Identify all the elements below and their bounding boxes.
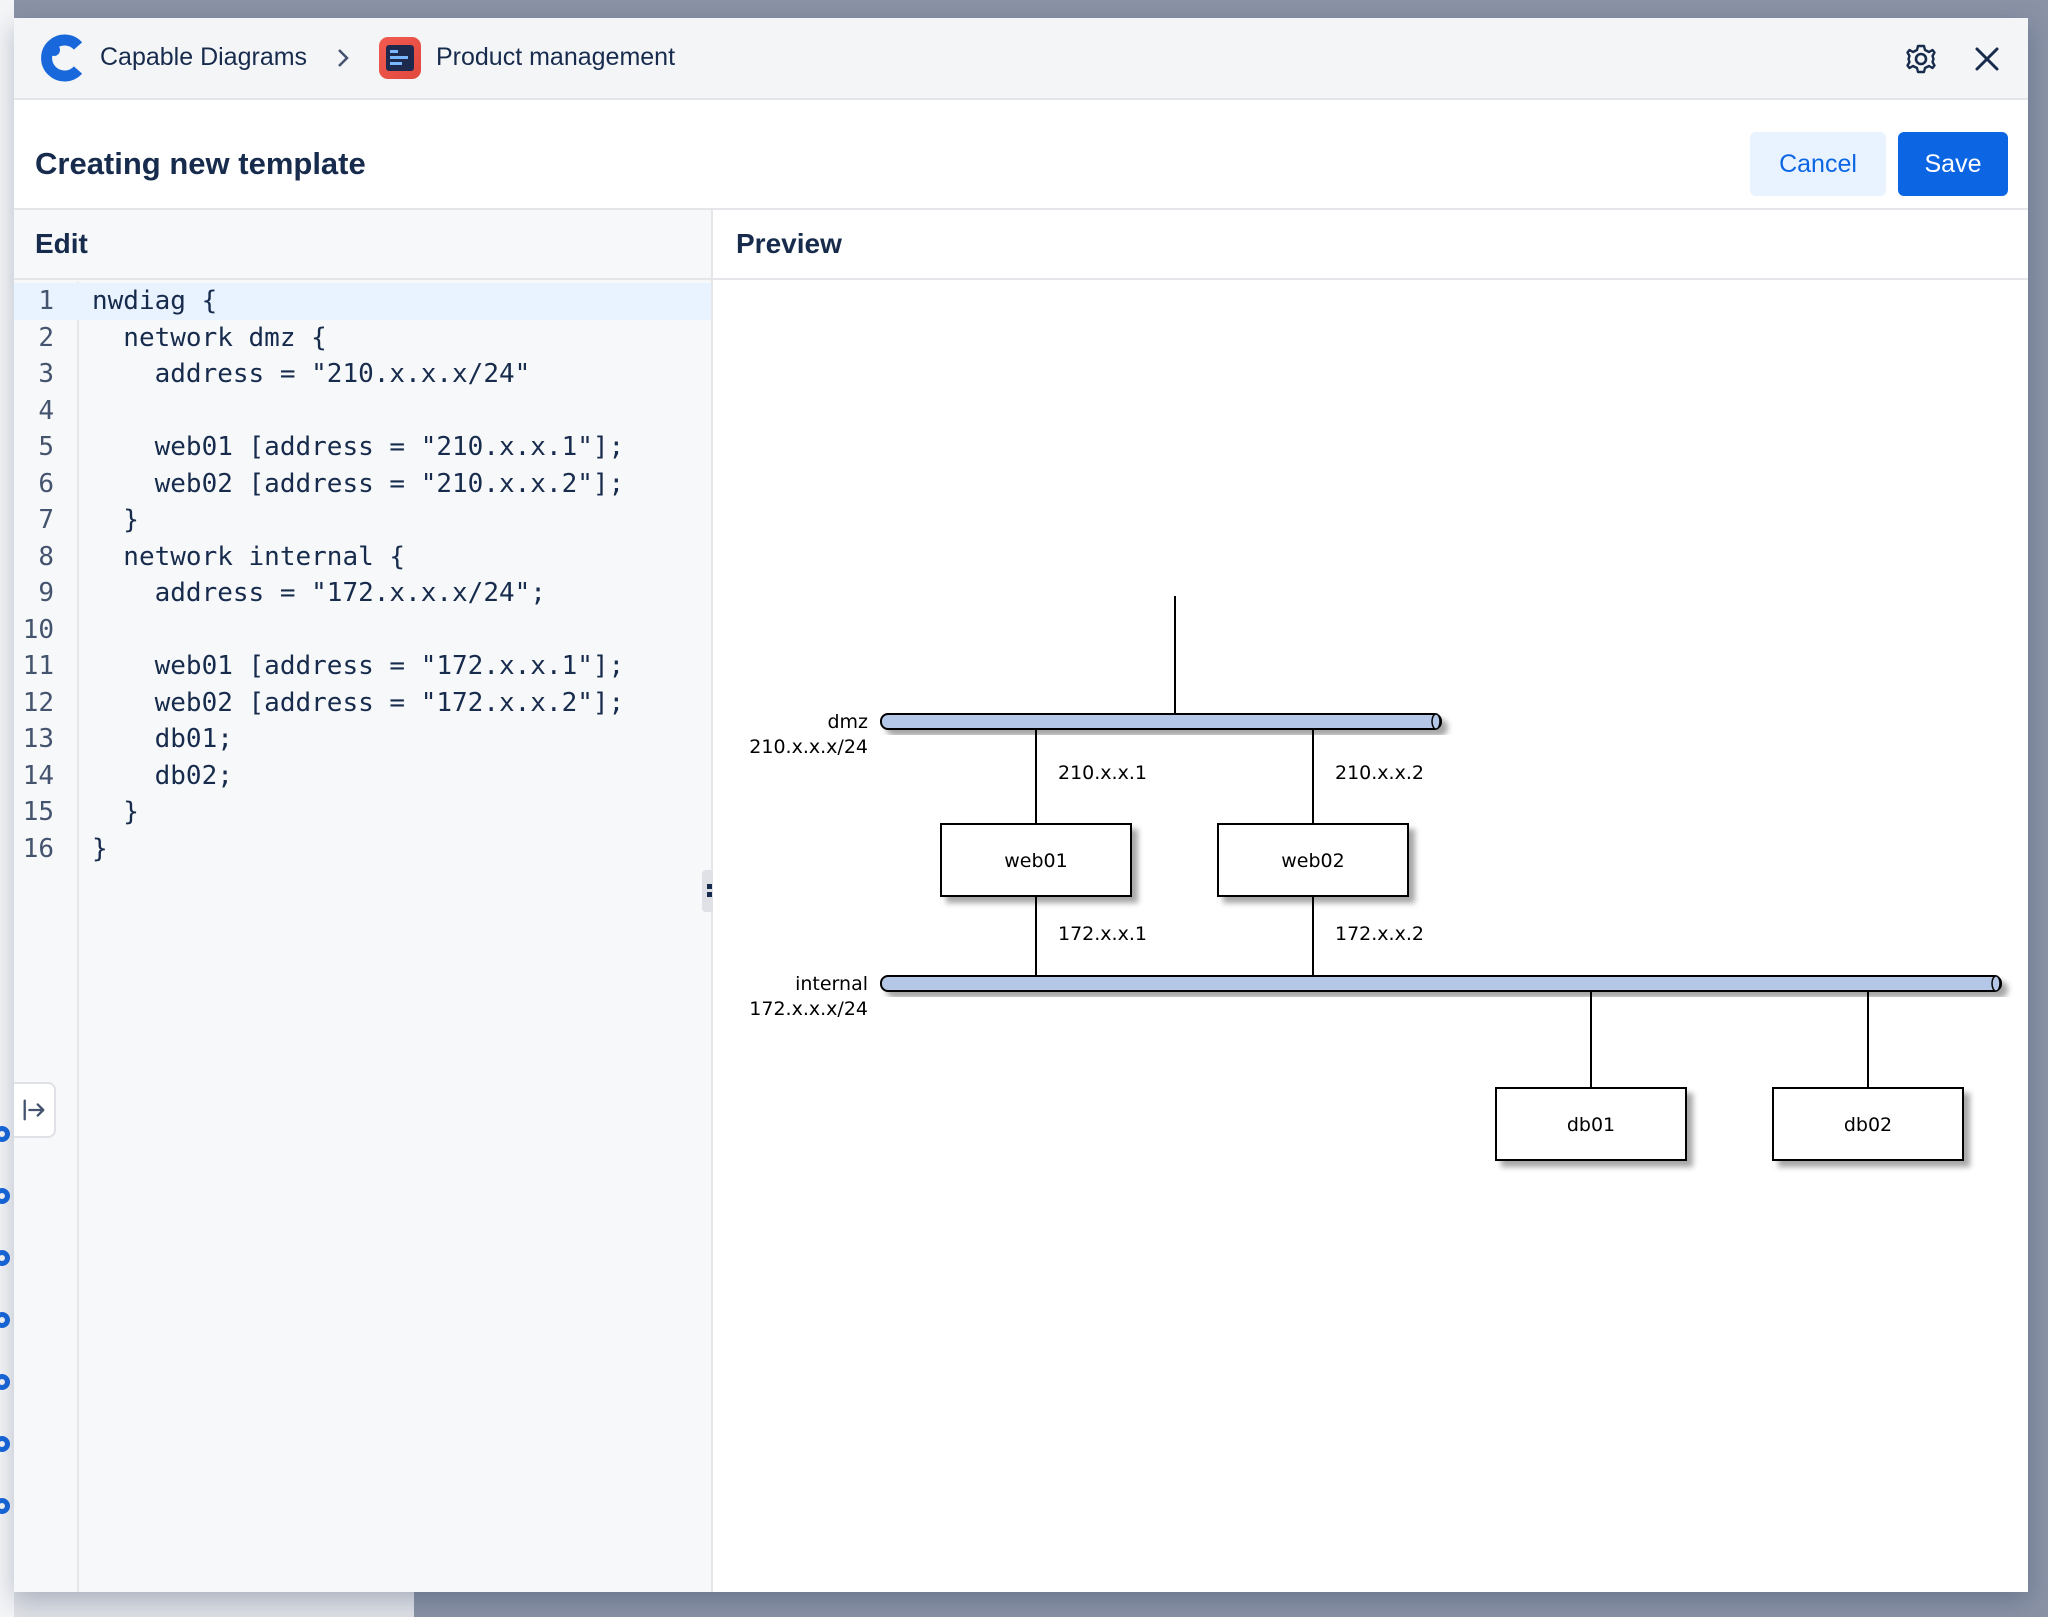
background-footer bbox=[14, 1592, 414, 1617]
network-bar-internal bbox=[880, 975, 2002, 992]
background-app-icon bbox=[0, 1498, 10, 1514]
edge-label-web01-dmz: 210.x.x.1 bbox=[1058, 762, 1147, 784]
line-number: 16 bbox=[22, 833, 54, 864]
edge-label-web02-dmz: 210.x.x.2 bbox=[1335, 762, 1424, 784]
preview-pane: Preview dmz 210.x.x.x/24 210.x.x.1 210.x… bbox=[713, 210, 2028, 1592]
background-app-icon bbox=[0, 1312, 10, 1328]
line-number: 1 bbox=[38, 286, 54, 316]
network-address-internal: 172.x.x.x/24 bbox=[749, 998, 868, 1020]
code-line[interactable]: 16} bbox=[14, 831, 711, 868]
background-sidebar bbox=[0, 0, 14, 1617]
save-button[interactable]: Save bbox=[1898, 132, 2008, 196]
breadcrumb-space-name[interactable]: Product management bbox=[436, 43, 676, 71]
line-number: 9 bbox=[38, 578, 54, 608]
node-label: web01 bbox=[1004, 850, 1067, 872]
code-line[interactable]: 2 network dmz { bbox=[14, 320, 711, 357]
network-name-internal: internal bbox=[795, 973, 868, 995]
edge-label-web01-internal: 172.x.x.1 bbox=[1058, 923, 1147, 945]
node-web01[interactable]: web01 bbox=[940, 823, 1132, 897]
node-web02[interactable]: web02 bbox=[1217, 823, 1409, 897]
line-number: 6 bbox=[38, 468, 54, 499]
preview-heading: Preview bbox=[736, 228, 842, 259]
network-name-dmz: dmz bbox=[827, 711, 868, 733]
page-title: Creating new template bbox=[35, 146, 366, 181]
code-line[interactable]: 12 web02 [address = "172.x.x.2"]; bbox=[14, 685, 711, 722]
code-line[interactable]: 6 web02 [address = "210.x.x.2"]; bbox=[14, 466, 711, 503]
cancel-button[interactable]: Cancel bbox=[1750, 132, 1886, 196]
background-app-icon bbox=[0, 1250, 10, 1266]
line-number: 2 bbox=[38, 322, 54, 353]
background-app-icon bbox=[0, 1436, 10, 1452]
code-text: network dmz { bbox=[92, 322, 327, 353]
code-line[interactable]: 14 db02; bbox=[14, 758, 711, 795]
line-number: 5 bbox=[38, 432, 54, 462]
preview-pane-header: Preview bbox=[713, 210, 2028, 280]
background-app-icon bbox=[0, 1374, 10, 1390]
modal-header: Creating new template bbox=[14, 100, 2028, 210]
code-line[interactable]: 4 bbox=[14, 393, 711, 430]
line-number: 13 bbox=[22, 724, 54, 754]
expand-panel-icon bbox=[23, 1099, 45, 1121]
capable-logo-icon[interactable] bbox=[38, 34, 86, 82]
breadcrumb-app-name[interactable]: Capable Diagrams bbox=[100, 43, 308, 71]
gear-icon[interactable] bbox=[1904, 42, 1938, 76]
code-text: web01 [address = "172.x.x.1"]; bbox=[92, 651, 625, 681]
background-app-icon bbox=[0, 1188, 10, 1204]
code-text: web02 [address = "172.x.x.2"]; bbox=[92, 687, 625, 718]
code-text: } bbox=[92, 797, 139, 827]
line-number: 3 bbox=[38, 359, 54, 389]
code-line[interactable]: 3 address = "210.x.x.x/24" bbox=[14, 356, 711, 393]
chevron-right-icon bbox=[338, 49, 349, 67]
code-text: nwdiag { bbox=[92, 286, 218, 316]
template-editor-modal: Capable Diagrams Product management Crea… bbox=[14, 18, 2028, 1592]
line-number: 14 bbox=[22, 760, 54, 791]
code-text: network internal { bbox=[92, 541, 406, 572]
node-label: db01 bbox=[1567, 1114, 1615, 1136]
edit-heading: Edit bbox=[35, 228, 88, 259]
code-line[interactable]: 10 bbox=[14, 612, 711, 649]
close-icon[interactable] bbox=[1970, 42, 2004, 76]
code-line[interactable]: 13 db01; bbox=[14, 721, 711, 758]
background-app-icon bbox=[0, 1126, 10, 1142]
line-number: 4 bbox=[38, 395, 54, 426]
code-text: web01 [address = "210.x.x.1"]; bbox=[92, 432, 625, 462]
code-line[interactable]: 7 } bbox=[14, 502, 711, 539]
code-text: address = "172.x.x.x/24"; bbox=[92, 578, 546, 608]
line-number: 15 bbox=[22, 797, 54, 827]
breadcrumb: Capable Diagrams Product management bbox=[14, 18, 2028, 100]
line-number: 12 bbox=[22, 687, 54, 718]
line-number: 7 bbox=[38, 505, 54, 535]
network-address-dmz: 210.x.x.x/24 bbox=[749, 736, 868, 758]
line-number-gutter bbox=[14, 282, 79, 1592]
edit-pane-header: Edit bbox=[14, 210, 711, 280]
node-label: db02 bbox=[1844, 1114, 1892, 1136]
code-text: db01; bbox=[92, 724, 233, 754]
node-label: web02 bbox=[1281, 850, 1344, 872]
code-line[interactable]: 11 web01 [address = "172.x.x.1"]; bbox=[14, 648, 711, 685]
line-number: 10 bbox=[22, 614, 54, 645]
collapse-panel-button[interactable] bbox=[14, 1082, 56, 1138]
code-text: } bbox=[92, 505, 139, 535]
network-diagram: dmz 210.x.x.x/24 210.x.x.1 210.x.x.2 web… bbox=[749, 596, 2002, 1161]
code-text: } bbox=[92, 833, 108, 864]
code-line[interactable]: 8 network internal { bbox=[14, 539, 711, 576]
code-text: web02 [address = "210.x.x.2"]; bbox=[92, 468, 625, 499]
network-bar-dmz bbox=[880, 713, 1442, 730]
node-db01[interactable]: db01 bbox=[1495, 1087, 1687, 1161]
code-line[interactable]: 1 nwdiag { bbox=[14, 283, 711, 320]
edge-label-web02-internal: 172.x.x.2 bbox=[1335, 923, 1424, 945]
code-line[interactable]: 5 web01 [address = "210.x.x.1"]; bbox=[14, 429, 711, 466]
code-text: address = "210.x.x.x/24" bbox=[92, 359, 531, 389]
line-number: 8 bbox=[38, 541, 54, 572]
line-number: 11 bbox=[22, 651, 54, 681]
code-line[interactable]: 15 } bbox=[14, 794, 711, 831]
node-db02[interactable]: db02 bbox=[1772, 1087, 1964, 1161]
code-line[interactable]: 9 address = "172.x.x.x/24"; bbox=[14, 575, 711, 612]
space-board-icon[interactable] bbox=[379, 37, 421, 79]
code-text: db02; bbox=[92, 760, 233, 791]
